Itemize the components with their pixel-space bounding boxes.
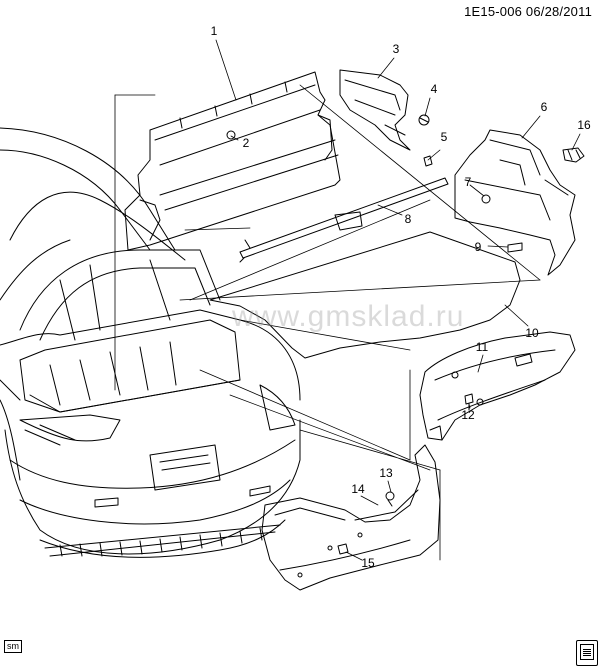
- callout-8: 8: [404, 212, 412, 226]
- callout-11: 11: [475, 340, 489, 354]
- part-16-bracket: [562, 147, 585, 163]
- sm-badge: sm: [4, 640, 22, 653]
- callout-13: 13: [379, 466, 393, 480]
- callout-5: 5: [440, 130, 448, 144]
- callout-2: 2: [242, 136, 250, 150]
- callout-1: 1: [210, 24, 218, 38]
- part-8-sill-plate: [239, 177, 449, 263]
- callout-6: 6: [540, 100, 548, 114]
- part-11-side-trim: [419, 331, 576, 441]
- fasteners-4-5: [418, 114, 433, 167]
- callout-10: 10: [525, 326, 539, 340]
- callout-4: 4: [430, 82, 438, 96]
- diagram-reference-code: 1E15-006 06/28/2011: [464, 4, 592, 19]
- part-1-trim-panel: [124, 71, 341, 251]
- callout-15: 15: [361, 556, 375, 570]
- callout-7: 7: [464, 175, 472, 189]
- fasteners-13-15: [337, 491, 395, 555]
- part-3-side-trim: [339, 69, 411, 151]
- callout-9: 9: [474, 240, 482, 254]
- vehicle-rear-body: [0, 127, 301, 558]
- part-9-clip: [507, 242, 523, 253]
- watermark: www.gmsklad.ru: [232, 300, 465, 333]
- callout-12: 12: [461, 408, 475, 422]
- part-10-floor-mat: [209, 231, 521, 359]
- callout-14: 14: [351, 482, 365, 496]
- callout-leaders: [215, 39, 581, 561]
- callout-3: 3: [392, 42, 400, 56]
- part-14-rear-trim: [261, 444, 441, 591]
- callout-16: 16: [577, 118, 591, 132]
- part-6-side-trim: [454, 129, 576, 276]
- document-icon: [576, 640, 598, 666]
